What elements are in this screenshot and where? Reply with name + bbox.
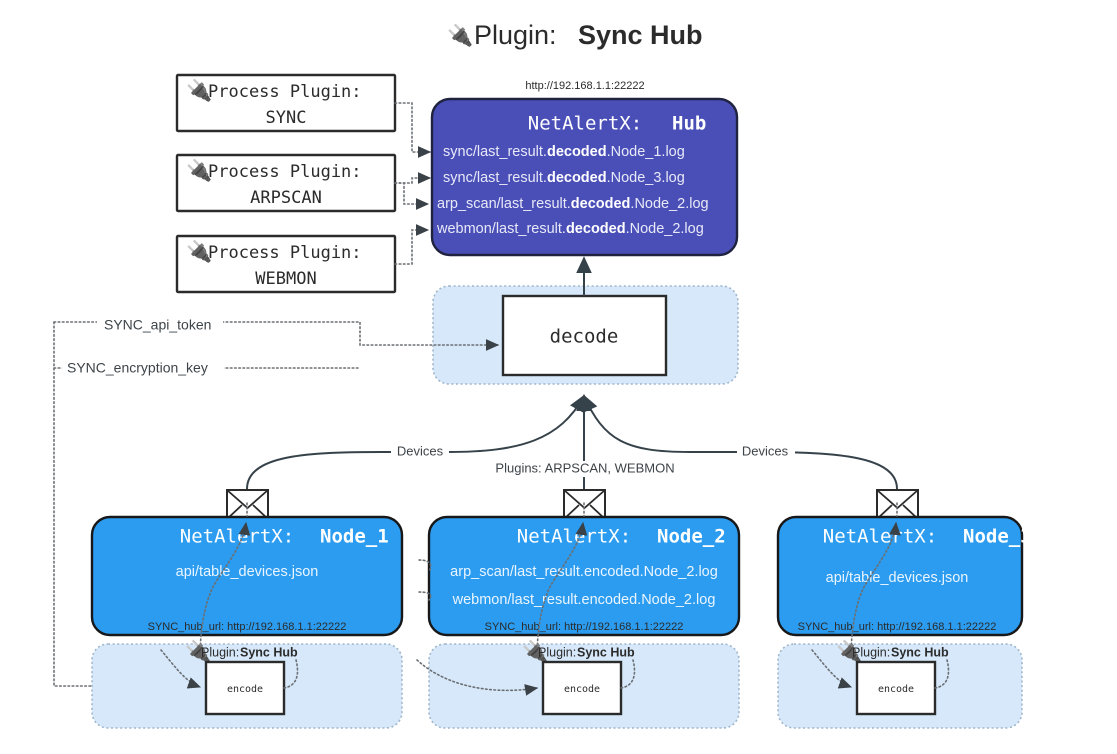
hub-header-prefix: NetAlertX:: [528, 113, 642, 135]
encode-label: encode: [564, 684, 600, 695]
process-plugin-label-line1: Process Plugin:: [208, 82, 362, 102]
plug-icon: 🔌: [186, 239, 212, 264]
page-title-prefix: Plugin:: [474, 20, 557, 50]
edge-webmon-to-hub: [394, 224, 430, 265]
encode-plugin-name: Sync Hub: [577, 645, 635, 659]
encode-box-node_2[interactable]: 🔌 Plugin: Sync Hub encode: [522, 639, 635, 716]
hub-log-row: sync/last_result.decoded.Node_3.log: [443, 170, 685, 186]
edge-encode3-out: [934, 659, 950, 689]
label-backdrop: [97, 315, 223, 330]
edge-sync-to-hub: [394, 102, 432, 158]
plug-icon: 🔌: [186, 78, 212, 103]
node-hub-url-label: SYNC_hub_url: http://192.168.1.1:22222: [148, 621, 347, 633]
page-title-name: Sync Hub: [578, 20, 703, 50]
node-hub-url-label: SYNC_hub_url: http://192.168.1.1:22222: [798, 621, 997, 633]
label-backdrop: [62, 360, 224, 376]
label-backdrop: [391, 444, 449, 460]
secret-label-encryption-key: SYNC_encryption_key: [67, 360, 208, 376]
hub-log-row: webmon/last_result.decoded.Node_2.log: [436, 221, 704, 237]
edge-encode1-out: [283, 659, 299, 689]
encode-plugin-prefix: Plugin:: [201, 645, 239, 659]
edge-node2-log2-in: [418, 591, 432, 601]
decode-label: decode: [550, 326, 619, 348]
node-line: webmon/last_result.encoded.Node_2.log: [452, 592, 716, 608]
edge-node1-to-encode: [160, 649, 202, 689]
node-line: api/table_devices.json: [176, 564, 319, 580]
hub-box[interactable]: NetAlertX: Hub sync/last_result.decoded.…: [430, 97, 739, 257]
label-backdrop: [737, 444, 795, 460]
node-header-prefix: NetAlertX:: [180, 526, 294, 548]
node-header-prefix: NetAlertX:: [517, 526, 631, 548]
edge-encode2-out: [620, 659, 636, 689]
title-plug-icon: 🔌: [447, 23, 473, 48]
encode-plugin-name: Sync Hub: [240, 645, 298, 659]
process-plugin-box-webmon[interactable]: 🔌 Process Plugin: WEBMON: [175, 234, 397, 294]
edge-node2-to-encode: [416, 659, 539, 696]
node-line: api/table_devices.json: [826, 570, 969, 586]
encode-box-node_3[interactable]: 🔌 Plugin: Sync Hub encode: [836, 639, 949, 716]
node-hub-url-label: SYNC_hub_url: http://192.168.1.1:22222: [485, 621, 684, 633]
node-box-node_3[interactable]: NetAlertX: Node_3 api/table_devices.json…: [776, 515, 1032, 637]
node-header-name: Node_1: [320, 526, 389, 548]
process-plugin-box-sync[interactable]: 🔌 Process Plugin: SYNC: [175, 73, 397, 133]
encode-box-node_1[interactable]: 🔌 Plugin: Sync Hub encode: [185, 639, 298, 716]
edge-encryption-key-to-nodes: [53, 321, 108, 692]
process-plugin-label-line1: Process Plugin:: [208, 243, 362, 263]
encode-label: encode: [878, 684, 914, 695]
decode-box[interactable]: decode: [501, 294, 668, 377]
secret-label-api-token: SYNC_api_token: [104, 317, 211, 333]
edge-node3-to-encode: [811, 649, 853, 689]
plug-icon: 🔌: [836, 639, 862, 664]
edge-label-devices-left: Devices: [397, 443, 444, 458]
node-box-node_2[interactable]: NetAlertX: Node_2 arp_scan/last_result.e…: [427, 515, 741, 637]
node-box-node_1[interactable]: NetAlertX: Node_1 api/table_devices.json…: [90, 515, 404, 637]
encode-plugin-prefix: Plugin:: [538, 645, 576, 659]
edge-arpscan-to-hub-2: [394, 182, 430, 210]
edge-node2-log1-in: [418, 559, 432, 573]
process-plugin-label-line1: Process Plugin:: [208, 162, 362, 182]
node-header-name: Node_2: [657, 526, 726, 548]
edge-label-plugins-center: Plugins: ARPSCAN, WEBMON: [495, 460, 674, 475]
edge-label-devices-right: Devices: [742, 443, 789, 458]
plug-icon: 🔌: [522, 639, 548, 664]
hub-url-label: http://192.168.1.1:22222: [525, 80, 644, 92]
encode-plugin-name: Sync Hub: [891, 645, 949, 659]
plug-icon: 🔌: [185, 639, 211, 664]
node-header-prefix: NetAlertX:: [823, 526, 937, 548]
encode-label: encode: [227, 684, 263, 695]
node-line: arp_scan/last_result.encoded.Node_2.log: [450, 564, 718, 580]
encode-plugin-prefix: Plugin:: [852, 645, 890, 659]
process-plugin-box-arpscan[interactable]: 🔌 Process Plugin: ARPSCAN: [175, 153, 397, 213]
hub-header-name: Hub: [672, 113, 706, 135]
hub-log-row: sync/last_result.decoded.Node_1.log: [443, 144, 685, 160]
process-plugin-label-line2: SYNC: [266, 108, 307, 128]
plug-icon: 🔌: [186, 158, 212, 183]
hub-log-row: arp_scan/last_result.decoded.Node_2.log: [437, 196, 709, 212]
process-plugin-label-line2: ARPSCAN: [250, 188, 322, 208]
process-plugin-label-line2: WEBMON: [255, 269, 316, 289]
node-header-name: Node_3: [963, 526, 1032, 548]
label-backdrop: [504, 461, 666, 477]
